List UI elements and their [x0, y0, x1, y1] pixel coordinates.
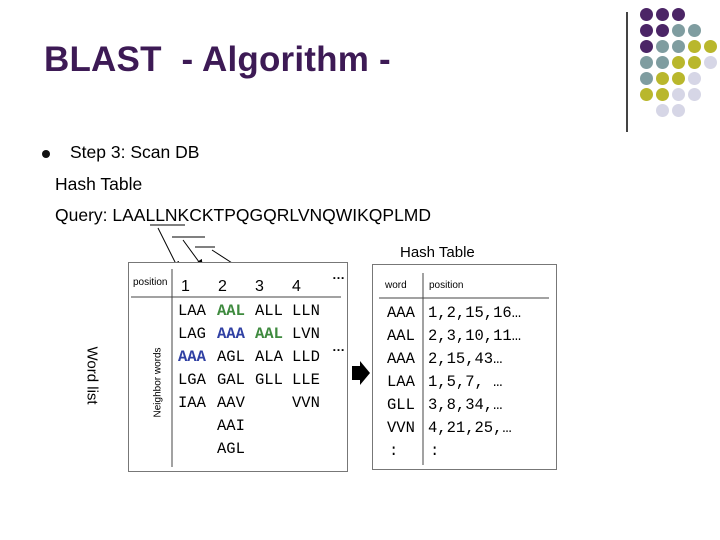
table-cell: AAL — [255, 325, 283, 343]
table-cell: GLL — [255, 371, 283, 389]
decor-dot — [640, 24, 653, 37]
table-cell: AAL — [387, 327, 415, 345]
decor-dot — [704, 56, 717, 69]
decor-dot — [656, 56, 669, 69]
decor-dot — [656, 88, 669, 101]
right-table-title: Hash Table — [400, 244, 475, 261]
hash-table-panel: word position AAA 1,2,15,16… AAL 2,3,10,… — [372, 264, 557, 470]
table-cell: VVN — [292, 394, 320, 412]
table-cell: 1,2,15,16… — [428, 304, 522, 322]
decor-dot — [656, 24, 669, 37]
decor-dot — [688, 56, 701, 69]
decor-dot — [672, 72, 685, 85]
table-cell: : — [389, 442, 399, 460]
decor-dot — [672, 56, 685, 69]
col-header-3: 3 — [255, 278, 264, 295]
table-cell: 4,21,25,… — [428, 419, 512, 437]
table-cell: GAL — [217, 371, 245, 389]
left-position-header: position — [133, 277, 168, 288]
decor-dot — [672, 88, 685, 101]
decor-dot — [640, 56, 653, 69]
table-cell: AAI — [217, 417, 245, 435]
table-cell: AAA — [387, 304, 415, 322]
page-title: BLAST - Algorithm - — [44, 40, 391, 79]
query-line: Query: LAALLNKCKTPQGQRLVNQWIKQPLMD — [55, 205, 432, 225]
hash-table-line: Hash Table — [55, 174, 143, 194]
ellipsis-top: … — [332, 267, 345, 282]
word-list-panel: position Neighbor words 1 2 3 4 … … LAA … — [128, 262, 348, 472]
decorative-vertical-rule — [626, 12, 628, 132]
table-cell: ALA — [255, 348, 283, 366]
col-header-1: 1 — [181, 278, 190, 295]
table-cell: LLD — [292, 348, 320, 366]
decor-dot — [640, 8, 653, 21]
word-header: word — [385, 280, 407, 291]
decor-dot — [672, 8, 685, 21]
table-cell: AGL — [217, 348, 245, 366]
table-cell: LAA — [178, 302, 206, 320]
table-cell: AAL — [217, 302, 245, 320]
decor-dot — [688, 88, 701, 101]
bullet-dot — [42, 150, 50, 158]
table-cell: AAA — [387, 350, 415, 368]
table-cell: AAV — [217, 394, 245, 412]
table-cell: LGA — [178, 371, 206, 389]
decor-dot — [656, 72, 669, 85]
bullet-text: Step 3: Scan DB — [70, 142, 200, 162]
right-panel-rules — [379, 273, 549, 465]
table-cell: VVN — [387, 419, 415, 437]
col-header-2: 2 — [218, 278, 227, 295]
decor-dot — [704, 40, 717, 53]
table-cell: ALL — [255, 302, 283, 320]
table-cell: : — [430, 442, 440, 460]
decor-dot — [688, 72, 701, 85]
table-cell: AAA — [217, 325, 245, 343]
decor-dot — [656, 40, 669, 53]
table-cell: 2,3,10,11… — [428, 327, 522, 345]
decor-dot — [640, 72, 653, 85]
left-panel-rules — [131, 269, 341, 467]
table-cell: IAA — [178, 394, 206, 412]
table-cell: AAA — [178, 348, 206, 366]
decor-dot — [640, 40, 653, 53]
decor-dot — [672, 104, 685, 117]
table-cell: LAA — [387, 373, 415, 391]
word-list-label: Word list — [83, 346, 101, 405]
decor-dot — [672, 24, 685, 37]
table-cell: 1,5,7, … — [428, 373, 503, 391]
decor-dot — [656, 104, 669, 117]
table-cell: LAG — [178, 325, 206, 343]
table-cell: LLN — [292, 302, 320, 320]
table-cell: 3,8,34,… — [428, 396, 503, 414]
table-cell: AGL — [217, 440, 245, 458]
decor-dot — [672, 40, 685, 53]
table-cell: LLE — [292, 371, 320, 389]
col-header-4: 4 — [292, 278, 301, 295]
decor-dot — [688, 24, 701, 37]
table-cell: LVN — [292, 325, 320, 343]
decor-dot — [656, 8, 669, 21]
thick-right-arrow — [352, 361, 370, 385]
table-cell: GLL — [387, 396, 415, 414]
position-header: position — [429, 280, 464, 291]
decor-dot — [640, 88, 653, 101]
ellipsis-mid: … — [332, 339, 345, 354]
table-cell: 2,15,43… — [428, 350, 503, 368]
decor-dot — [688, 40, 701, 53]
